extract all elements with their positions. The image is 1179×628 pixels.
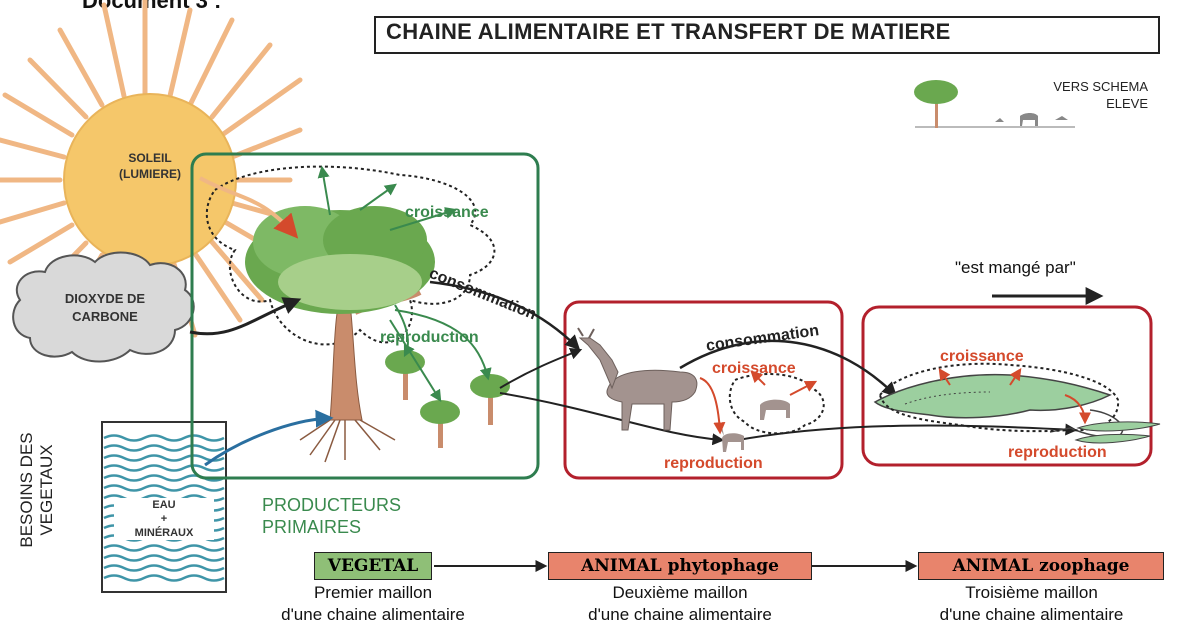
water-label-line-2: + xyxy=(114,512,214,526)
producer-frame xyxy=(192,154,538,478)
caption-herbivore-line-1: Deuxième maillon xyxy=(530,582,830,604)
herbivore-growth-arrows xyxy=(700,372,815,432)
level-box-herbivore: ANIMAL phytophage xyxy=(548,552,812,580)
growth-label-herbivore: croissance xyxy=(712,360,796,378)
co2-label-line-2: CARBONE xyxy=(40,308,170,326)
caption-herbivore: Deuxième maillon d'une chaine alimentair… xyxy=(530,582,830,626)
small-deer-icon xyxy=(760,400,790,420)
water-label-line-3: MINÉRAUX xyxy=(114,526,214,540)
student-diagram-label-line-2: ELEVE xyxy=(1018,95,1148,112)
caption-carnivore-line-1: Troisième maillon xyxy=(884,582,1179,604)
caption-plant-line-1: Premier maillon xyxy=(223,582,523,604)
plant-needs-label-line-1: BESOINS DES xyxy=(17,425,37,555)
caption-herbivore-line-2: d'une chaine alimentaire xyxy=(530,604,830,626)
caption-plant: Premier maillon d'une chaine alimentaire xyxy=(223,582,523,626)
tree-roots xyxy=(300,420,395,462)
deer-icon xyxy=(578,328,697,430)
plant-needs-label-line-2: VEGETAUX xyxy=(37,425,57,555)
caption-plant-line-2: d'une chaine alimentaire xyxy=(223,604,523,626)
arrow-sapling-to-deer xyxy=(500,350,580,388)
student-diagram-label: VERS SCHEMA ELEVE xyxy=(1018,78,1148,112)
water-label-line-1: EAU xyxy=(114,498,214,512)
sun-label-line-2: (LUMIERE) xyxy=(106,166,194,182)
student-diagram-label-line-1: VERS SCHEMA xyxy=(1018,78,1148,95)
diagram-title: CHAINE ALIMENTAIRE ET TRANSFERT DE MATIE… xyxy=(386,19,951,45)
level-box-plant: VEGETAL xyxy=(314,552,432,580)
reproduction-label-herbivore: reproduction xyxy=(664,455,763,473)
sun-label: SOLEIL (LUMIERE) xyxy=(106,150,194,182)
growth-label-producer: croissance xyxy=(405,204,489,222)
caption-carnivore: Troisième maillon d'une chaine alimentai… xyxy=(884,582,1179,626)
reproduction-label-producer: reproduction xyxy=(380,329,479,347)
arrow-co2-to-tree xyxy=(190,300,298,334)
water-label: EAU + MINÉRAUX xyxy=(114,498,214,540)
producers-label-line-1: PRODUCTEURS xyxy=(262,494,401,516)
sapling-icons xyxy=(385,350,510,448)
legend-label: "est mangé par" xyxy=(955,258,1076,278)
caption-carnivore-line-2: d'une chaine alimentaire xyxy=(884,604,1179,626)
sun-label-line-1: SOLEIL xyxy=(106,150,194,166)
growth-label-carnivore: croissance xyxy=(940,348,1024,366)
level-box-carnivore: ANIMAL zoophage xyxy=(918,552,1164,580)
plant-needs-label: BESOINS DES VEGETAUX xyxy=(17,425,57,555)
co2-label-line-1: DIOXYDE DE xyxy=(40,290,170,308)
co2-label: DIOXYDE DE CARBONE xyxy=(40,290,170,326)
juvenile-crocodile-icons xyxy=(1076,422,1160,443)
reproduction-label-carnivore: reproduction xyxy=(1008,444,1107,462)
producers-label-line-2: PRIMAIRES xyxy=(262,516,401,538)
producers-label: PRODUCTEURS PRIMAIRES xyxy=(262,494,401,538)
arrow-sapling-to-fawn xyxy=(500,393,722,440)
